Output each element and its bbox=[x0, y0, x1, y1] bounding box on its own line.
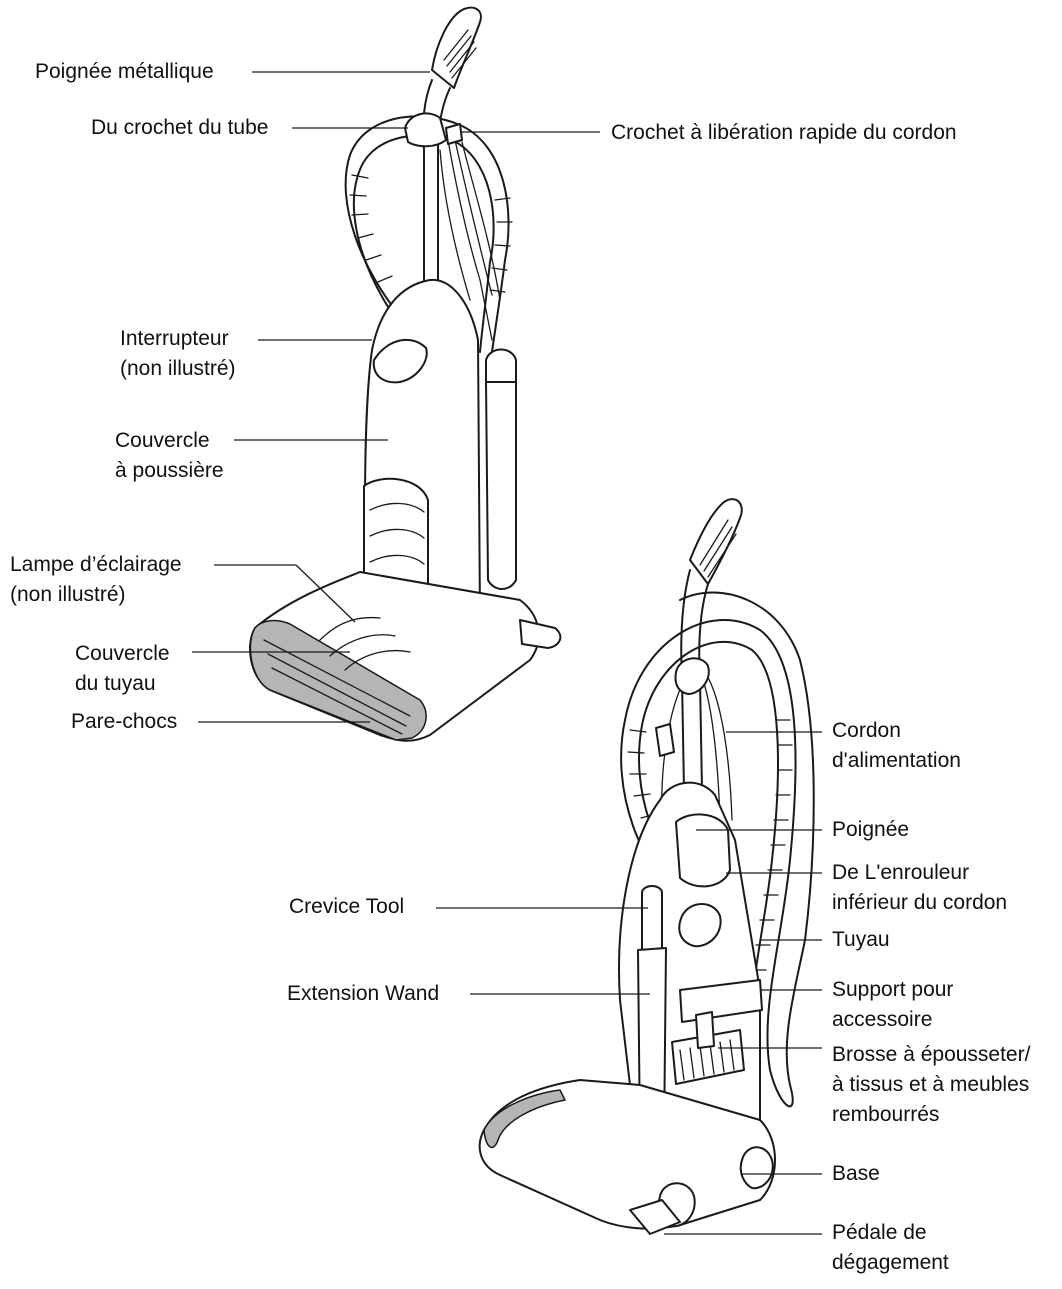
metal-handle-tube bbox=[422, 79, 451, 286]
front-side-tube bbox=[485, 379, 517, 590]
metal-handle-grip bbox=[431, 6, 482, 89]
back-view-vacuum bbox=[478, 498, 815, 1235]
back-bumper bbox=[483, 1089, 566, 1149]
back-cord-hook bbox=[674, 657, 710, 695]
label-pedale-degagement: Pédale de dégagement bbox=[832, 1221, 949, 1274]
crevice-tool bbox=[641, 885, 663, 953]
switch-dome bbox=[372, 339, 428, 384]
label-interrupteur: Interrupteur (non illustré) bbox=[120, 327, 236, 380]
front-pedal bbox=[519, 619, 562, 649]
label-lampe-eclairage: Lampe d’éclairage (non illustré) bbox=[10, 553, 182, 606]
label-support-accessoire: Support pour accessoire bbox=[832, 978, 954, 1031]
label-couvercle-tuyau: Couvercle du tuyau bbox=[75, 642, 170, 695]
front-hose-loop bbox=[344, 115, 510, 353]
accessory-holder bbox=[679, 979, 763, 1023]
front-view-vacuum bbox=[249, 6, 562, 742]
label-extension-wand: Extension Wand bbox=[287, 982, 440, 1005]
quick-release-cord-hook bbox=[445, 123, 463, 145]
label-crevice-tool: Crevice Tool bbox=[289, 895, 405, 918]
label-cordon-alimentation: Cordon d'alimentation bbox=[832, 719, 961, 772]
label-base: Base bbox=[832, 1162, 880, 1185]
label-poignee-metallique: Poignée métallique bbox=[35, 60, 214, 83]
label-enrouleur: De L'enrouleur inférieur du cordon bbox=[832, 861, 1008, 914]
label-pare-chocs: Pare-chocs bbox=[71, 710, 178, 733]
back-handle-grip bbox=[689, 498, 743, 585]
label-crochet-tube: Du crochet du tube bbox=[91, 116, 269, 139]
label-brosse: Brosse à épousseter/ à tissus et à meubl… bbox=[832, 1043, 1031, 1126]
back-hose-loop bbox=[620, 591, 815, 1108]
front-bumper bbox=[249, 619, 427, 741]
dusting-brush bbox=[671, 1029, 745, 1085]
label-tuyau: Tuyau bbox=[832, 928, 890, 951]
label-couvercle-poussiere: Couvercle à poussière bbox=[115, 429, 224, 482]
tube-hook bbox=[404, 112, 447, 148]
hose-inlet-ring bbox=[678, 903, 722, 948]
front-cord-bundle bbox=[439, 139, 501, 341]
back-base bbox=[478, 1079, 776, 1230]
label-crochet-cordon: Crochet à libération rapide du cordon bbox=[611, 121, 957, 144]
lower-cord-reel bbox=[675, 813, 731, 888]
release-pedal bbox=[629, 1199, 681, 1235]
label-poignee: Poignée bbox=[832, 818, 910, 841]
back-hose-loop-inner bbox=[638, 640, 779, 1061]
leader-lines bbox=[192, 71, 822, 1235]
back-wheel-right bbox=[739, 1146, 774, 1190]
back-plug bbox=[655, 723, 675, 757]
